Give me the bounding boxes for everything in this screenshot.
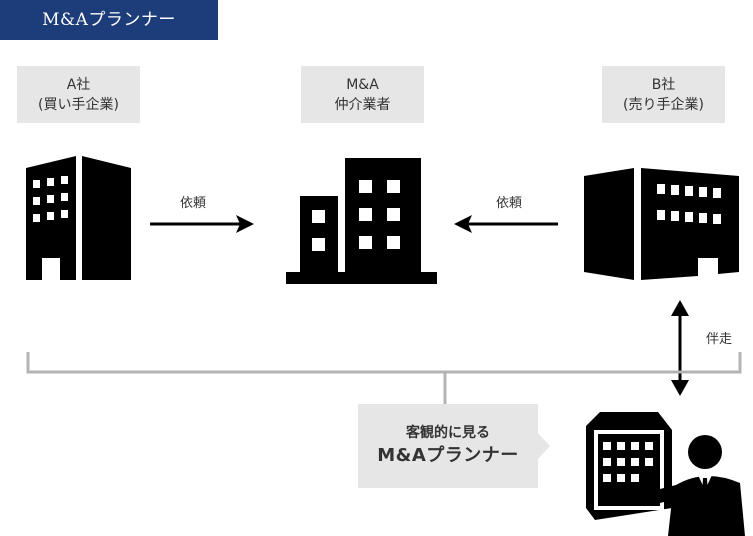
arrow-right-icon: [150, 215, 254, 233]
label-request-a: 依頼: [180, 196, 207, 211]
building-b-icon: [584, 168, 739, 280]
callout-pointer: [537, 432, 550, 460]
label-a-company-role: (買い手企業): [38, 96, 119, 113]
label-broker: M&A 仲介業者: [301, 66, 424, 123]
double-arrow-icon: [671, 300, 689, 396]
label-b-company-name: B社: [651, 76, 676, 93]
building-a-icon: [26, 156, 131, 280]
label-broker-role: 仲介業者: [334, 96, 391, 113]
label-a-company: A社 (買い手企業): [17, 66, 140, 123]
label-request-b: 依頼: [496, 196, 523, 211]
callout-box: 客観的に見る M&Aプランナー: [358, 404, 538, 488]
planner-building-icon: [586, 412, 672, 520]
title-banner: M&Aプランナー: [0, 0, 218, 40]
label-a-company-name: A社: [66, 76, 91, 93]
label-b-company: B社 (売り手企業): [602, 66, 725, 123]
callout-subtitle: 客観的に見る: [406, 425, 490, 441]
label-accompany: 伴走: [706, 332, 733, 347]
bracket-line: [26, 352, 742, 404]
arrow-left-icon: [454, 215, 558, 233]
building-broker-icon: [286, 158, 437, 284]
callout-title: M&Aプランナー: [377, 445, 519, 466]
label-broker-name: M&A: [346, 76, 379, 93]
planner-person-icon: [640, 435, 745, 536]
label-b-company-role: (売り手企業): [623, 96, 704, 113]
